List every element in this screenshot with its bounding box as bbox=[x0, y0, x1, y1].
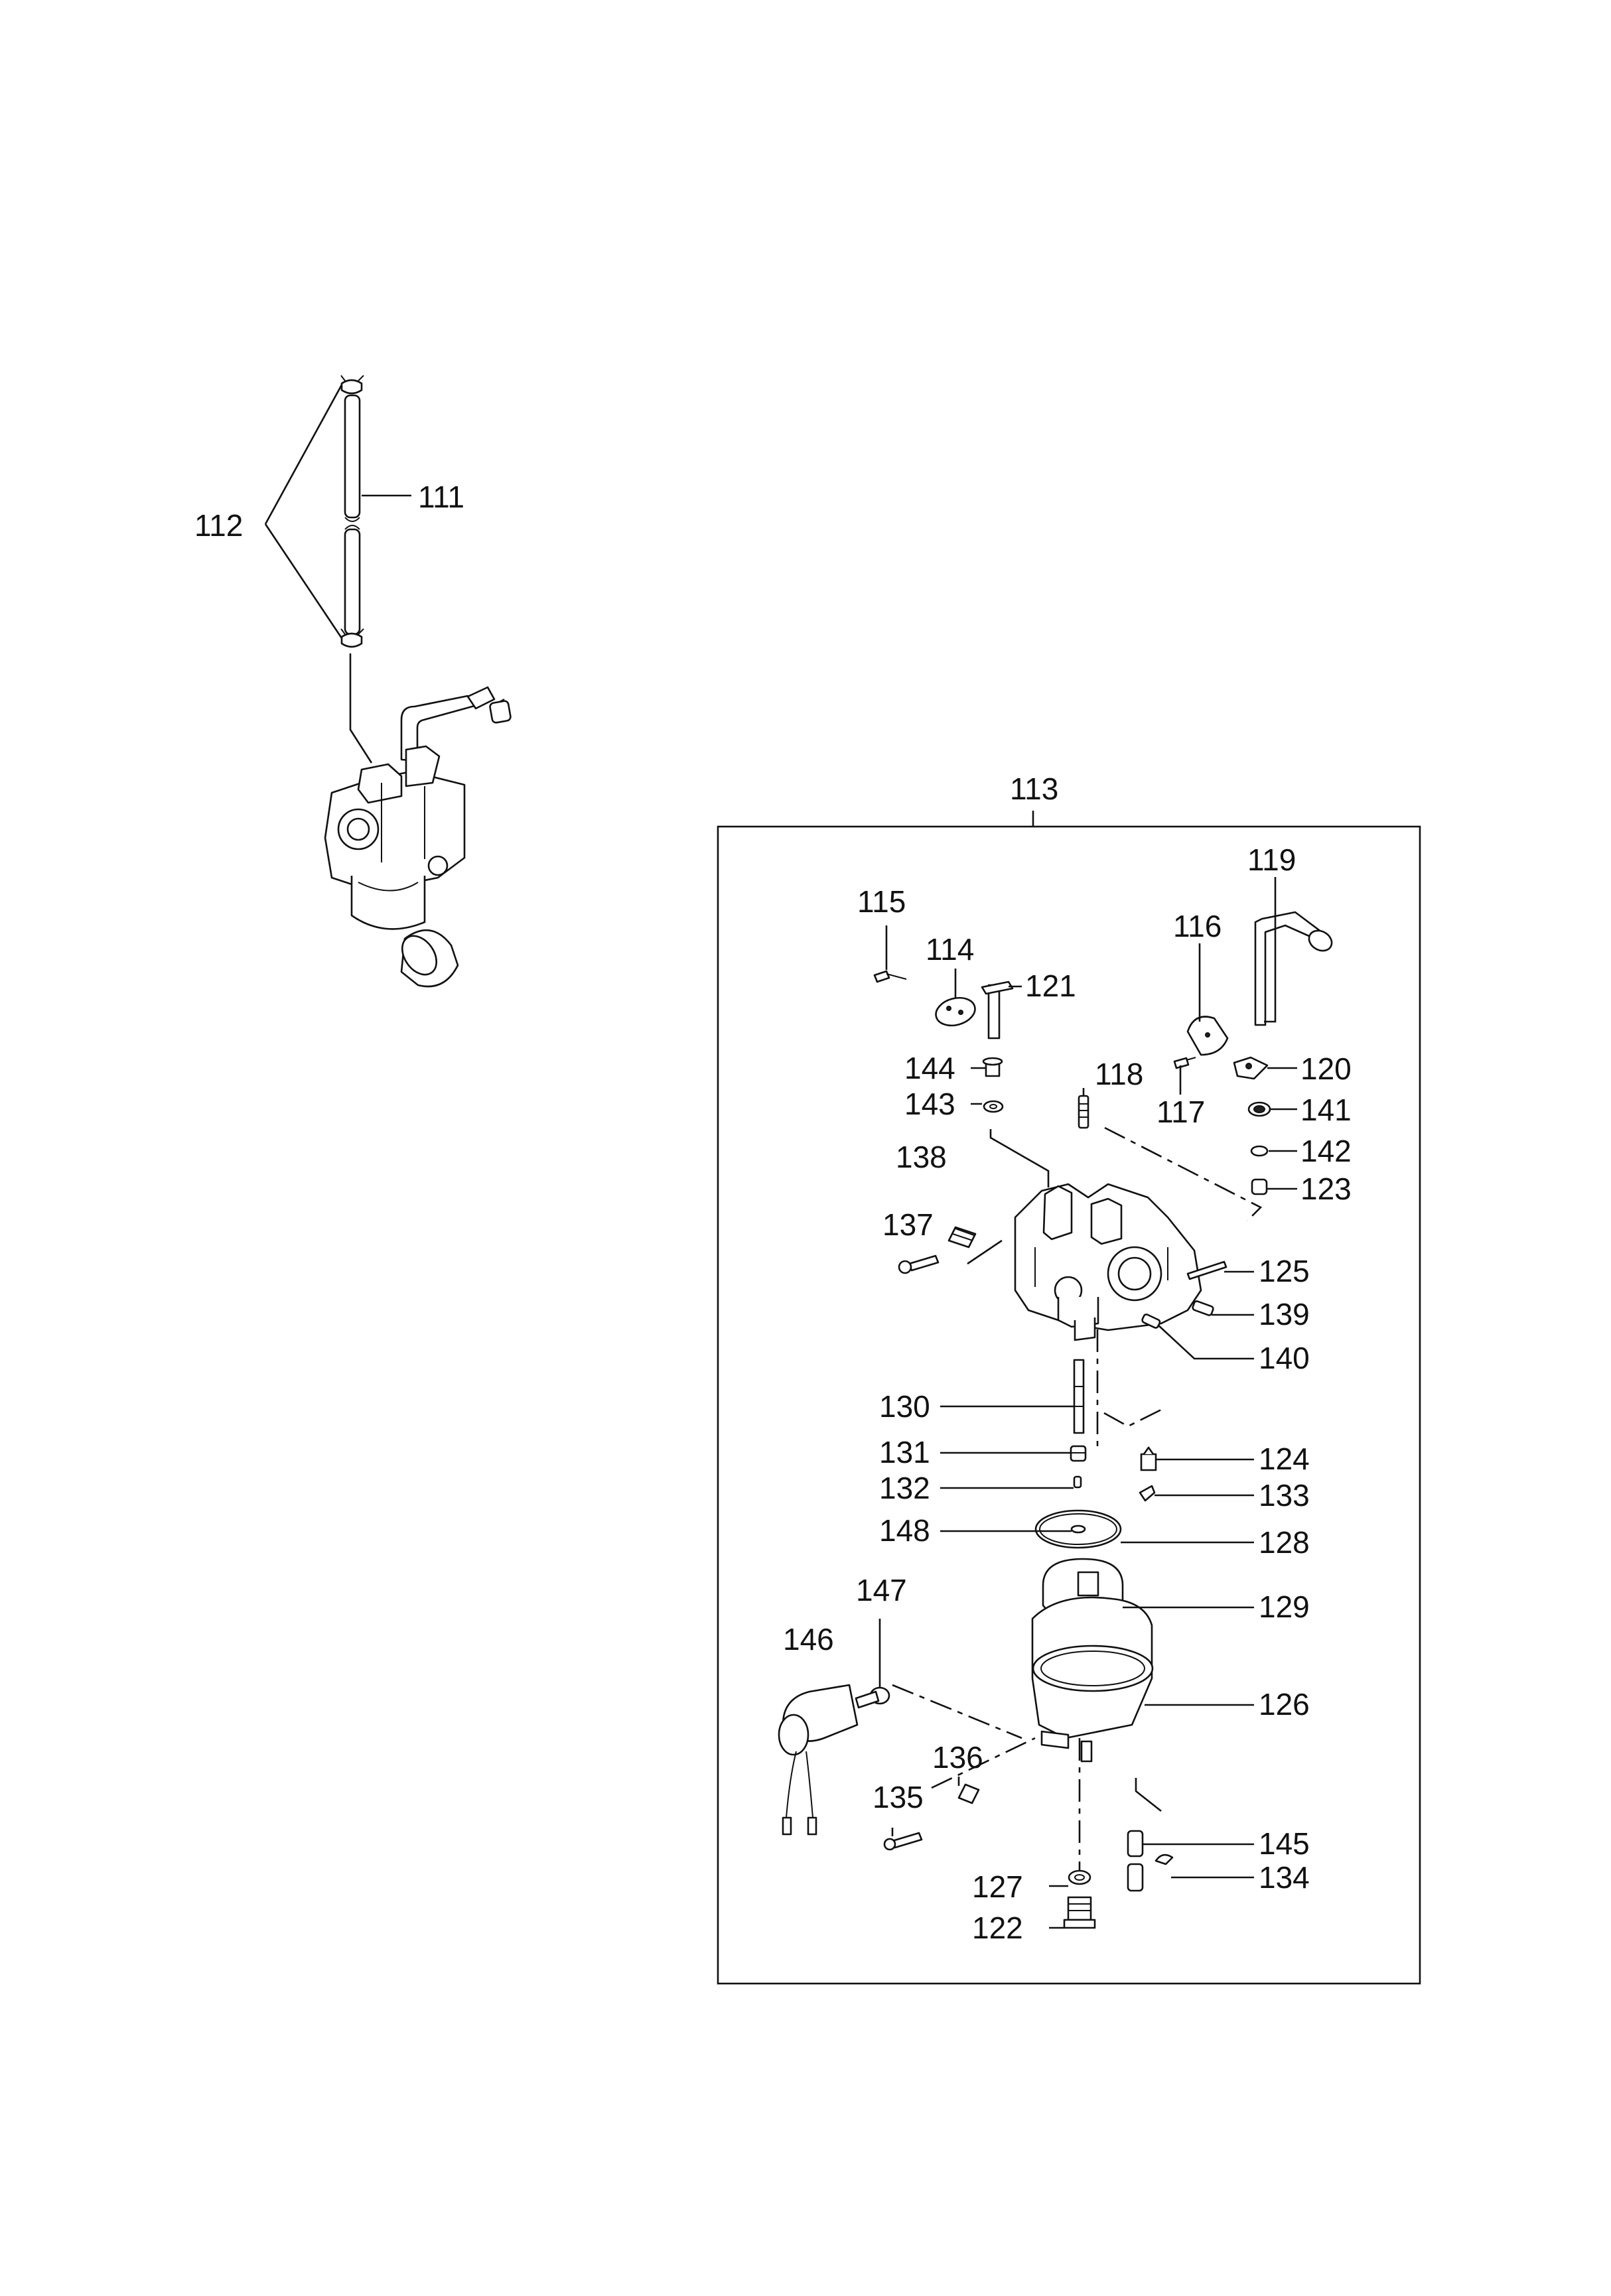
label-131: 131 bbox=[879, 1435, 930, 1469]
label-121: 121 bbox=[1025, 969, 1076, 1003]
rod-125 bbox=[1186, 1260, 1227, 1280]
label-122: 122 bbox=[972, 1911, 1023, 1945]
solenoid-146 bbox=[778, 1684, 880, 1836]
pin-145 bbox=[1127, 1830, 1144, 1892]
bushing-144 bbox=[982, 1057, 1003, 1077]
label-137: 137 bbox=[882, 1207, 934, 1242]
label-142: 142 bbox=[1300, 1134, 1352, 1168]
carburetor-overview bbox=[324, 686, 512, 988]
label-140: 140 bbox=[1259, 1341, 1310, 1375]
carburetor-body bbox=[1014, 1183, 1202, 1341]
idle-screw-118 bbox=[1078, 1095, 1089, 1129]
screw-139 bbox=[1192, 1300, 1214, 1316]
label-135: 135 bbox=[873, 1780, 924, 1814]
spring-136 bbox=[957, 1783, 980, 1804]
label-114: 114 bbox=[926, 932, 974, 967]
washer-143 bbox=[983, 1100, 1004, 1113]
jet-132 bbox=[1073, 1475, 1082, 1489]
label-133: 133 bbox=[1259, 1478, 1310, 1513]
screw-135 bbox=[883, 1832, 923, 1851]
choke-plate-116 bbox=[1186, 1016, 1229, 1056]
label-111: 111 bbox=[418, 480, 464, 514]
label-146: 146 bbox=[783, 1622, 834, 1656]
washer-142 bbox=[1250, 1145, 1269, 1157]
label-124: 124 bbox=[1259, 1442, 1310, 1476]
label-148: 148 bbox=[879, 1513, 930, 1548]
choke-shaft-120 bbox=[1233, 1056, 1269, 1080]
label-127: 127 bbox=[972, 1869, 1023, 1904]
label-123: 123 bbox=[1300, 1172, 1352, 1206]
assembly-guide-lines bbox=[892, 1126, 1263, 1871]
main-jet-131 bbox=[1070, 1445, 1087, 1462]
screw-137 bbox=[898, 1254, 940, 1274]
label-119: 119 bbox=[1247, 843, 1296, 877]
label-138: 138 bbox=[896, 1140, 947, 1174]
label-136: 136 bbox=[932, 1740, 983, 1775]
bushing-123 bbox=[1251, 1178, 1268, 1195]
screw-117 bbox=[1173, 1057, 1196, 1069]
label-126: 126 bbox=[1259, 1687, 1310, 1722]
label-113: 113 bbox=[1010, 772, 1058, 806]
label-145: 145 bbox=[1259, 1826, 1310, 1861]
leader-lines bbox=[878, 877, 1297, 1929]
label-139: 139 bbox=[1259, 1297, 1310, 1331]
label-118: 118 bbox=[1095, 1057, 1143, 1091]
label-116: 116 bbox=[1173, 909, 1222, 943]
label-144: 144 bbox=[904, 1051, 955, 1085]
clip-134 bbox=[1155, 1854, 1174, 1865]
label-130: 130 bbox=[879, 1389, 930, 1424]
label-132: 132 bbox=[879, 1471, 930, 1505]
label-143: 143 bbox=[904, 1087, 955, 1121]
label-120: 120 bbox=[1300, 1051, 1352, 1086]
label-134: 134 bbox=[1259, 1860, 1310, 1895]
label-115: 115 bbox=[857, 884, 906, 919]
float-bowl-126 bbox=[1031, 1596, 1154, 1763]
throttle-shaft-121 bbox=[981, 980, 1014, 1040]
label-125: 125 bbox=[1259, 1254, 1310, 1288]
seal-141 bbox=[1247, 1101, 1271, 1117]
main-nozzle-130 bbox=[1073, 1359, 1085, 1434]
label-128: 128 bbox=[1259, 1525, 1310, 1560]
callout-labels: 111 112 113 114 115 116 117 118 119 120 … bbox=[194, 480, 1352, 1945]
throttle-plate-114 bbox=[935, 996, 976, 1027]
clip-133 bbox=[1139, 1485, 1156, 1502]
label-112: 112 bbox=[194, 508, 243, 543]
label-117: 117 bbox=[1156, 1095, 1205, 1129]
throttle-screw-115 bbox=[873, 970, 907, 983]
gasket-148 bbox=[1070, 1524, 1086, 1534]
label-129: 129 bbox=[1259, 1589, 1310, 1624]
float-needle-124 bbox=[1140, 1446, 1157, 1471]
gasket-127 bbox=[1068, 1869, 1091, 1885]
label-147: 147 bbox=[856, 1573, 907, 1607]
exploded-view-frame bbox=[717, 811, 1421, 1985]
spring-138 bbox=[947, 1226, 977, 1249]
drain-plug-122 bbox=[1063, 1896, 1096, 1929]
label-141: 141 bbox=[1300, 1093, 1352, 1127]
choke-lever-119 bbox=[1254, 911, 1333, 1026]
fuel-hose-assembly bbox=[264, 375, 411, 764]
